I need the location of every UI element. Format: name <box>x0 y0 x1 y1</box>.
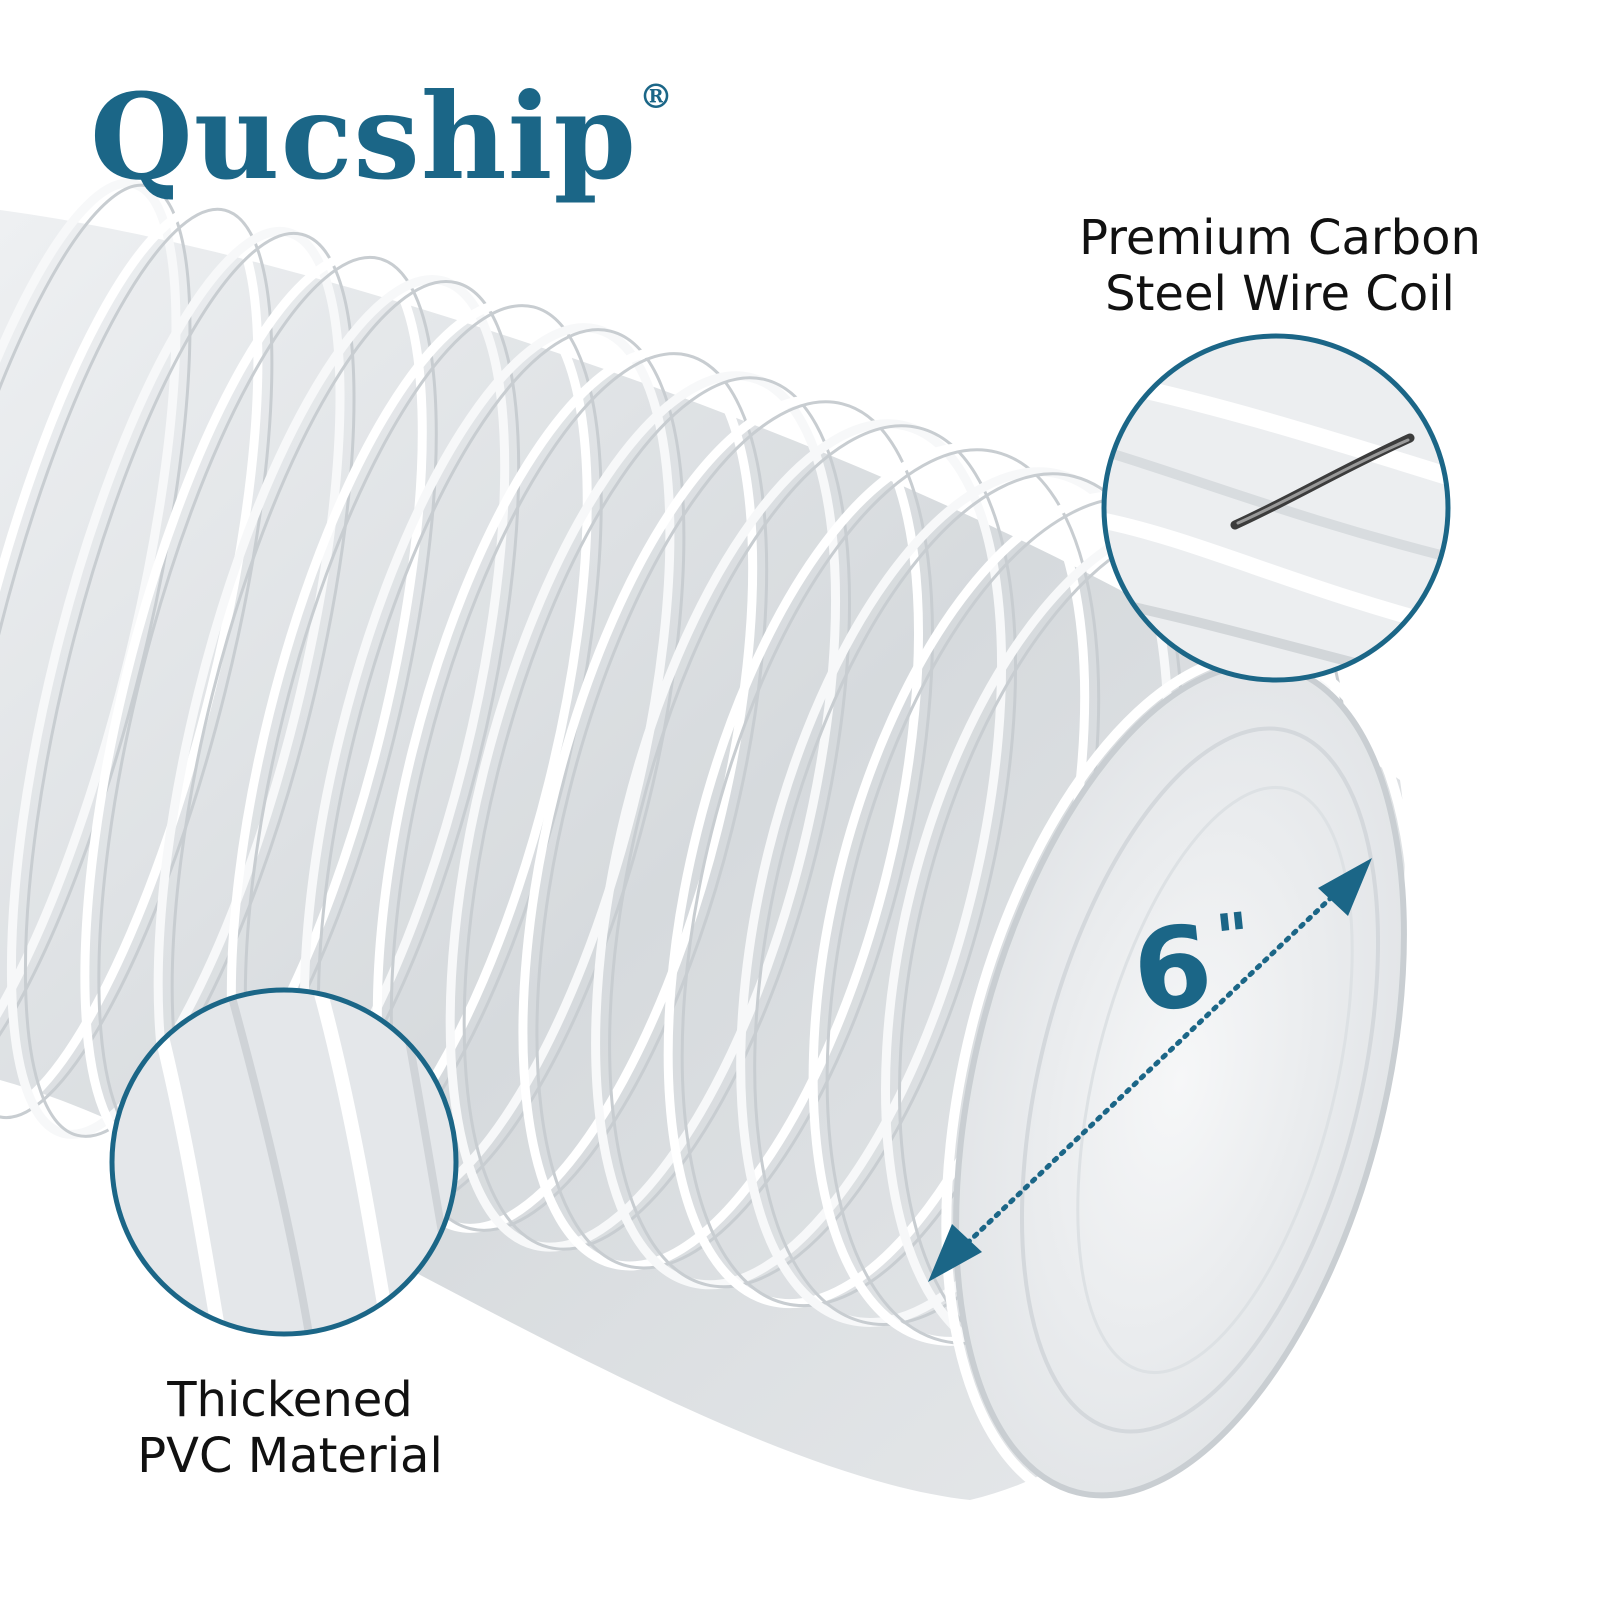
hose-rib-shadow <box>462 376 852 1251</box>
hose-rib-shadow <box>23 231 356 1138</box>
hose-rib-shadow <box>0 207 274 1120</box>
wire-coil-callout: Premium Carbon Steel Wire Coil <box>1040 210 1520 322</box>
brand-logo: Qucship® <box>90 78 674 196</box>
pvc-callout: Thickened PVC Material <box>100 1372 480 1484</box>
diameter-arrow <box>928 858 1372 1282</box>
wire-coil-line2: Steel Wire Coil <box>1105 266 1455 322</box>
hose-rib-shadow <box>389 352 769 1232</box>
pvc-line1: Thickened <box>167 1372 413 1428</box>
wire-coil-zoom-circle <box>1101 333 1451 683</box>
diameter-label: 6" <box>1127 900 1258 1039</box>
pvc-line2: PVC Material <box>137 1428 443 1484</box>
hose-rib-shadow <box>0 183 192 1101</box>
hose-rib-shadow <box>535 400 934 1270</box>
pvc-zoom-circle <box>109 987 459 1337</box>
hose-rib-shadow <box>608 424 1018 1289</box>
wire-coil-line1: Premium Carbon <box>1079 210 1481 266</box>
diameter-value: 6 <box>1127 900 1219 1039</box>
registered-mark: ® <box>639 77 674 117</box>
brand-name: Qucship <box>90 67 637 206</box>
hose-rib <box>0 202 263 1121</box>
